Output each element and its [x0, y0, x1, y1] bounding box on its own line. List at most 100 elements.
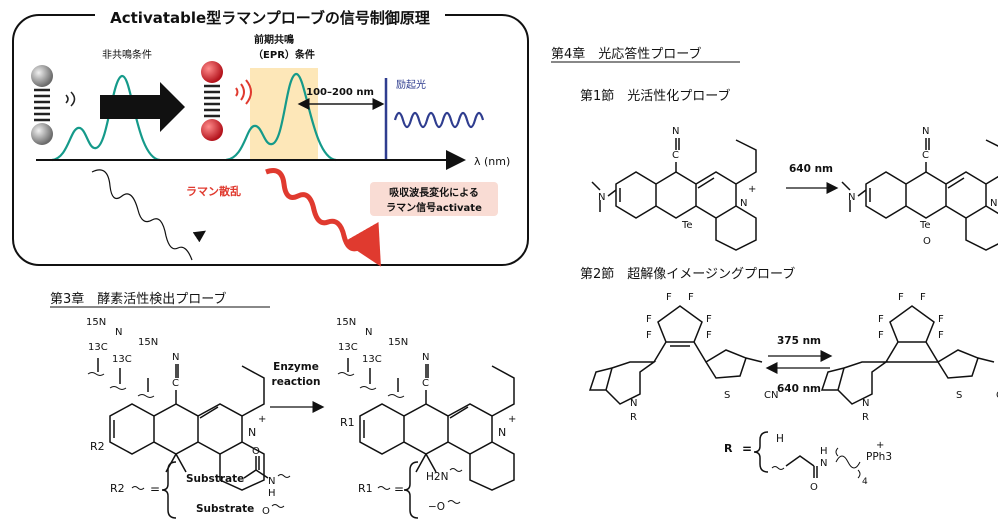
svg-text:N: N	[820, 458, 827, 469]
svg-text:F: F	[920, 292, 926, 303]
svg-text:N: N	[862, 398, 869, 409]
svg-text:F: F	[706, 314, 712, 325]
excitation-wave	[393, 111, 485, 129]
svg-text:O: O	[252, 446, 260, 457]
svg-text:S: S	[724, 390, 730, 401]
axis-label: λ (nm)	[474, 155, 510, 168]
svg-text:F: F	[646, 314, 652, 325]
svg-text:N: N	[268, 476, 275, 487]
svg-text:Substrate: Substrate	[186, 473, 244, 485]
label-gap: 100–200 nm	[306, 87, 374, 98]
r2-label: R2	[90, 440, 105, 453]
panel-title: Activatable型ラマンプローブの信号制御原理	[110, 9, 430, 27]
svg-text:H2N: H2N	[426, 471, 448, 483]
svg-text:F: F	[938, 314, 944, 325]
note-line-1: 吸収波長変化による	[389, 186, 479, 199]
svg-text:H: H	[776, 433, 784, 445]
ch3-arrow-label-1: Enzyme	[273, 361, 319, 373]
sec2-forward-label: 375 nm	[777, 335, 821, 347]
svg-text:N: N	[990, 198, 997, 209]
ch3-left-molecule: 15N 13C N 13C 15N N C N + R2	[86, 317, 266, 491]
svg-text:C: C	[922, 150, 929, 161]
svg-text:13C: 13C	[112, 354, 132, 365]
svg-text:+: +	[748, 184, 756, 195]
svg-text:N: N	[740, 198, 747, 209]
svg-text:N: N	[630, 398, 637, 409]
svg-text:CN: CN	[996, 390, 998, 401]
ch4-heading: 第4章 光応答性プローブ	[551, 46, 702, 62]
chapter3: 第3章 酵素活性検出プローブ 15N 13C N 13C 15N N C N +…	[50, 291, 516, 519]
raman-wave-strong	[265, 168, 381, 267]
svg-text:C: C	[672, 150, 679, 161]
svg-text:F: F	[878, 330, 884, 341]
ch3-arrow-label-2: reaction	[272, 376, 321, 388]
sec1-arrow-label: 640 nm	[789, 163, 833, 175]
svg-text:H: H	[268, 488, 276, 499]
svg-text:N: N	[422, 352, 429, 363]
vibration-icon	[65, 91, 76, 107]
svg-text:O: O	[810, 482, 818, 493]
svg-text:O: O	[923, 236, 931, 247]
molecule-red	[201, 61, 252, 141]
sec2-left-molecule: F F F F F F N R S CN	[588, 292, 778, 423]
svg-text:F: F	[878, 314, 884, 325]
svg-text:15N: 15N	[388, 337, 408, 348]
svg-text:=: =	[394, 482, 404, 496]
molecule-gray	[31, 65, 76, 145]
ch4-sec2: 第2節 超解像イメージングプローブ	[580, 266, 795, 282]
label-epr-2: （EPR）条件	[253, 48, 315, 61]
svg-text:R2: R2	[110, 482, 125, 495]
svg-text:C: C	[172, 378, 179, 389]
label-non-resonance: 非共鳴条件	[102, 48, 152, 61]
svg-text:4: 4	[862, 477, 868, 487]
svg-text:13C: 13C	[362, 354, 382, 365]
svg-text:N: N	[598, 192, 605, 203]
svg-text:Substrate: Substrate	[196, 503, 254, 515]
svg-text:15N: 15N	[86, 317, 106, 328]
ch4-sec1: 第1節 光活性化プローブ	[580, 88, 731, 104]
svg-text:N: N	[922, 126, 929, 137]
svg-text:15N: 15N	[138, 337, 158, 348]
principle-panel: Activatable型ラマンプローブの信号制御原理 非共鳴条件 前期共鳴 （E…	[12, 6, 529, 267]
svg-text:F: F	[706, 330, 712, 341]
svg-text:N: N	[498, 426, 506, 439]
svg-text:+: +	[876, 440, 884, 451]
svg-text:Te: Te	[919, 220, 931, 231]
svg-text:F: F	[898, 292, 904, 303]
svg-text:−O: −O	[428, 501, 445, 513]
svg-text:F: F	[688, 292, 694, 303]
transition-arrow	[100, 82, 185, 132]
svg-text:+: +	[258, 414, 266, 425]
svg-text:CN: CN	[764, 390, 778, 401]
svg-text:15N: 15N	[336, 317, 356, 328]
svg-text:S: S	[956, 390, 962, 401]
isotope-n: N	[115, 327, 122, 338]
svg-text:13C: 13C	[338, 342, 358, 353]
resonance-wave-icon	[235, 79, 252, 105]
label-raman: ラマン散乱	[186, 184, 241, 198]
svg-text:F: F	[938, 330, 944, 341]
svg-text:H: H	[820, 446, 828, 457]
svg-text:N: N	[848, 192, 855, 203]
svg-text:R: R	[862, 412, 869, 423]
r2-definition: R2 = Substrate O N H Substrate O	[110, 446, 291, 519]
svg-text:=: =	[150, 482, 160, 496]
note-line-2: ラマン信号activate	[386, 201, 482, 214]
sec2-back-label: 640 nm	[777, 383, 821, 395]
label-excitation: 励起光	[396, 78, 426, 91]
svg-text:PPh3: PPh3	[866, 451, 892, 463]
sec1-left-molecule: N C Te N + N	[591, 126, 757, 251]
note-box	[370, 182, 498, 216]
svg-text:F: F	[666, 292, 672, 303]
sec2-r-definition: R = H O H N 4 PPh3 +	[724, 431, 892, 493]
svg-text:N: N	[248, 426, 256, 439]
r1-label: R1	[340, 416, 355, 429]
sec2-right-molecule: F F F F F F N R S CN	[820, 292, 998, 423]
svg-text:O: O	[262, 506, 270, 517]
svg-text:R: R	[630, 412, 637, 423]
svg-text:N: N	[172, 352, 179, 363]
svg-text:N: N	[365, 327, 372, 338]
svg-text:F: F	[646, 330, 652, 341]
label-epr-1: 前期共鳴	[254, 33, 294, 46]
